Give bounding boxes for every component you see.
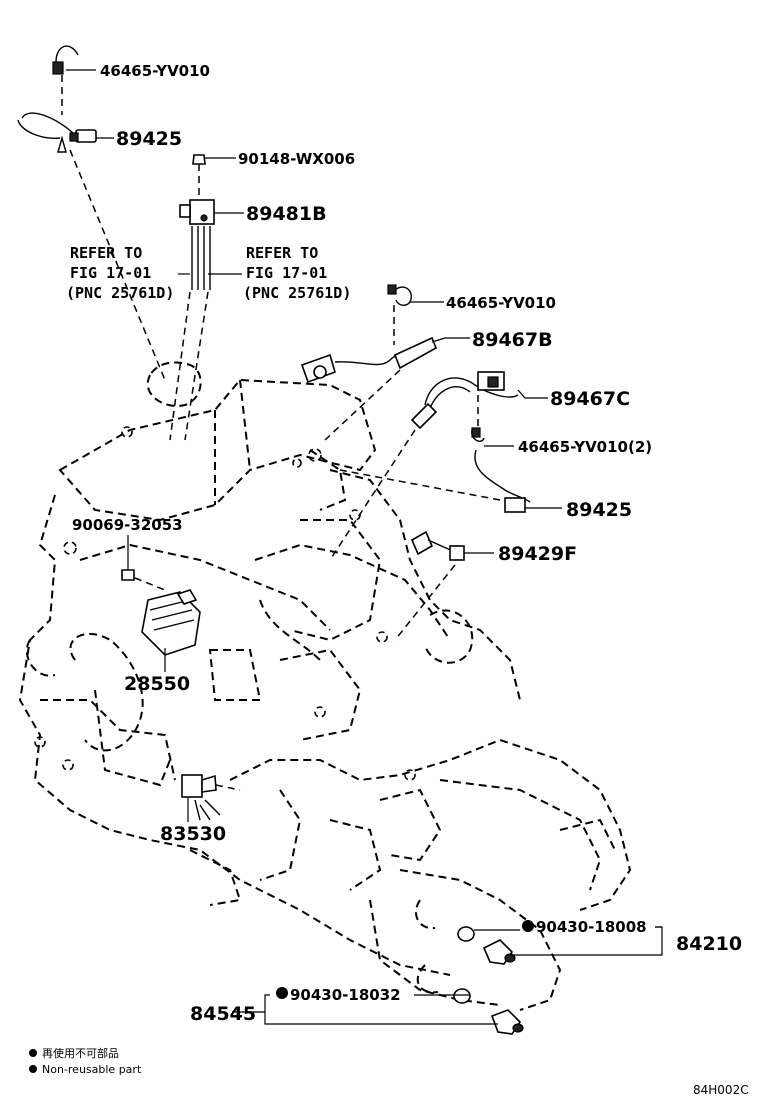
leader-hose-right bbox=[184, 291, 209, 441]
label-84545: 84545 bbox=[190, 1003, 256, 1025]
label-89481b: 89481B bbox=[246, 203, 327, 225]
ref-left-line3: (PNC 25761D) bbox=[66, 284, 174, 302]
ref-right-line3: (PNC 25761D) bbox=[243, 284, 351, 302]
label-84210: 84210 bbox=[676, 933, 742, 955]
label-90430-18032: 90430-18032 bbox=[290, 986, 401, 1004]
label-83530: 83530 bbox=[160, 823, 226, 845]
non-reusable-marker-18032 bbox=[276, 987, 288, 999]
oxygen-sensor-89425-mid bbox=[339, 449, 531, 513]
ref-right-line1: REFER TO bbox=[246, 244, 318, 262]
clip-46465-pair bbox=[471, 395, 485, 442]
label-89467c: 89467C bbox=[550, 388, 630, 410]
engine-assembly-outline bbox=[18, 361, 632, 1011]
label-90069: 90069-32053 bbox=[72, 516, 183, 534]
ref-right-line2: FIG 17-01 bbox=[246, 264, 327, 282]
non-reusable-marker-18008 bbox=[522, 920, 534, 932]
leader-lines bbox=[66, 69, 663, 1025]
bolt-90069 bbox=[121, 569, 166, 591]
clip-46465-top bbox=[52, 45, 79, 75]
legend-text-cn: 再使用不可部品 bbox=[42, 1046, 119, 1060]
label-89467b: 89467B bbox=[472, 329, 553, 351]
label-90430-18008: 90430-18008 bbox=[536, 918, 647, 936]
legend-marker-en bbox=[29, 1065, 37, 1073]
figure-code: 84H002C bbox=[693, 1083, 749, 1097]
sensor-89481b bbox=[179, 199, 215, 290]
label-90148: 90148-WX006 bbox=[238, 150, 355, 168]
clip-46465-mid bbox=[387, 284, 412, 345]
legend-text-en: Non-reusable part bbox=[42, 1063, 142, 1076]
label-46465-pair: 46465-YV010(2) bbox=[518, 438, 652, 456]
label-89425-top: 89425 bbox=[116, 128, 182, 150]
pressure-switch-83530 bbox=[181, 774, 241, 821]
air-fuel-sensor-89467c bbox=[329, 371, 519, 561]
temp-sensor-89429f bbox=[394, 530, 465, 641]
label-46465-mid: 46465-YV010 bbox=[446, 294, 556, 312]
label-89425-mid: 89425 bbox=[566, 499, 632, 521]
label-89429f: 89429F bbox=[498, 543, 577, 565]
leader-sensor-top bbox=[69, 149, 166, 381]
air-fuel-sensor-89467b bbox=[300, 336, 438, 441]
label-46465-top: 46465-YV010 bbox=[100, 62, 210, 80]
switch-84210 bbox=[457, 926, 516, 965]
switch-84545 bbox=[453, 988, 524, 1035]
oxygen-sensor-89425-top bbox=[17, 112, 97, 153]
leader-hose-left bbox=[169, 291, 191, 441]
ref-left-line1: REFER TO bbox=[70, 244, 142, 262]
module-28550 bbox=[141, 589, 201, 656]
legend-marker-cn bbox=[29, 1049, 37, 1057]
bolt-90148 bbox=[192, 154, 206, 200]
ref-left-line2: FIG 17-01 bbox=[70, 264, 151, 282]
label-28550: 28550 bbox=[124, 673, 190, 695]
